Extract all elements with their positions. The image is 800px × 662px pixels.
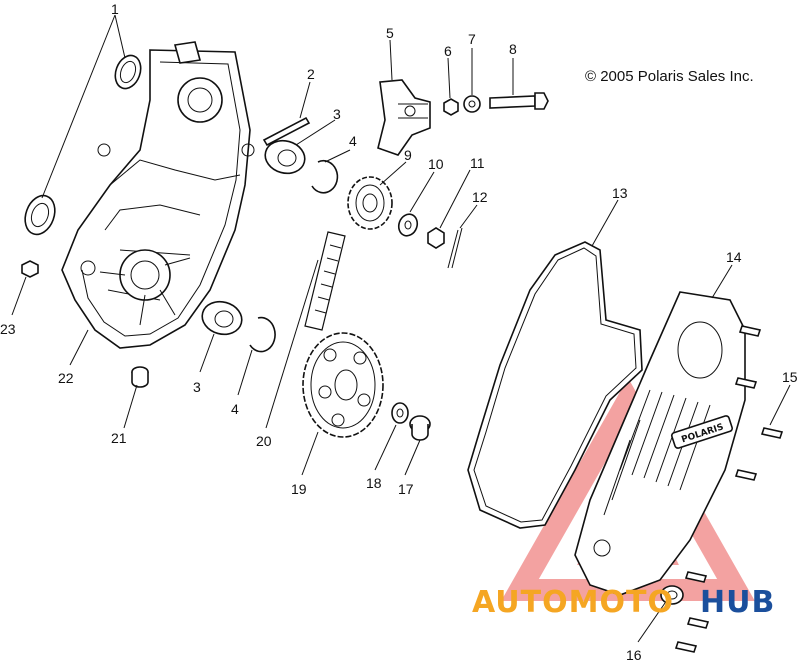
chaincase-cover-14: POLARIS (574, 291, 746, 596)
callout-14: 14 (726, 249, 742, 265)
callout-13: 13 (612, 185, 628, 201)
callout-6: 6 (444, 43, 452, 59)
callout-22: 22 (58, 370, 74, 386)
callout-23: 23 (0, 321, 16, 337)
nut-6 (443, 98, 459, 116)
cotter-pin-12 (447, 227, 463, 269)
callout-21: 21 (111, 430, 127, 446)
copyright-notice: © 2005 Polaris Sales Inc. (585, 68, 754, 85)
washer-16 (660, 585, 684, 605)
roll-pin-2 (262, 116, 311, 147)
callout-10: 10 (428, 156, 444, 172)
chain-20 (304, 231, 346, 331)
washer-18 (391, 402, 409, 424)
bolts-15 (674, 325, 784, 653)
chaincase-housing (61, 41, 255, 349)
callout-5: 5 (386, 25, 394, 41)
tensioner-5 (377, 79, 431, 156)
washer-7 (463, 95, 481, 113)
sprocket-9 (347, 176, 393, 230)
bolt-8 (489, 92, 549, 110)
callout-15: 15 (782, 369, 798, 385)
bearing-3-upper (264, 139, 306, 175)
gasket-13 (467, 241, 643, 529)
callout-12: 12 (472, 189, 488, 205)
bearing-3-lower (201, 300, 243, 336)
watermark-text: AUTOMOTO HUB (472, 585, 775, 620)
callout-19: 19 (291, 481, 307, 497)
callout-9: 9 (404, 147, 412, 163)
callout-3-upper: 3 (333, 106, 341, 122)
snap-ring-4-upper (311, 159, 339, 194)
leader-lines (11, 14, 791, 643)
callout-4-lower: 4 (231, 401, 239, 417)
plug-21 (131, 366, 149, 388)
snap-ring-4-lower (249, 316, 276, 353)
washer-10 (397, 213, 419, 237)
gear-19 (302, 332, 384, 438)
callout-16: 16 (626, 647, 642, 662)
callout-17: 17 (398, 481, 414, 497)
bolt-17 (409, 415, 431, 441)
watermark-right: HUB (700, 585, 775, 620)
nut-11 (427, 227, 445, 249)
callout-1: 1 (111, 1, 119, 17)
callout-18: 18 (366, 475, 382, 491)
callout-3-lower: 3 (193, 379, 201, 395)
callout-2: 2 (307, 66, 315, 82)
nut-23 (21, 260, 39, 278)
watermark-left: AUTOMOTO (472, 585, 674, 620)
callout-8: 8 (509, 41, 517, 57)
callout-20: 20 (256, 433, 272, 449)
seal-top (114, 54, 142, 90)
callout-11: 11 (470, 155, 485, 171)
seal-left (24, 194, 56, 236)
callout-7: 7 (468, 31, 476, 47)
callout-4-upper: 4 (349, 133, 357, 149)
